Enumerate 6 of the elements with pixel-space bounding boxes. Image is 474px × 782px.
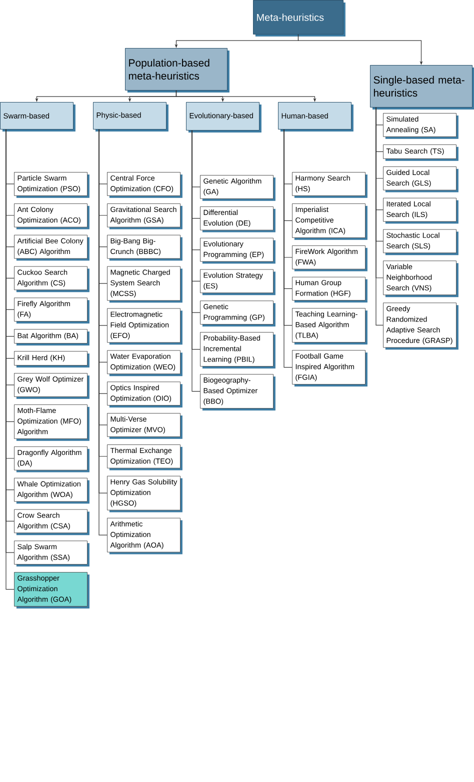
class-box: Single-based meta-heuristics — [370, 65, 474, 110]
connector — [376, 107, 384, 326]
class-box: Population-based meta-heuristics — [125, 48, 230, 92]
connector — [284, 129, 292, 368]
class-box: Meta-heuristics — [253, 0, 346, 36]
connector — [192, 130, 200, 392]
